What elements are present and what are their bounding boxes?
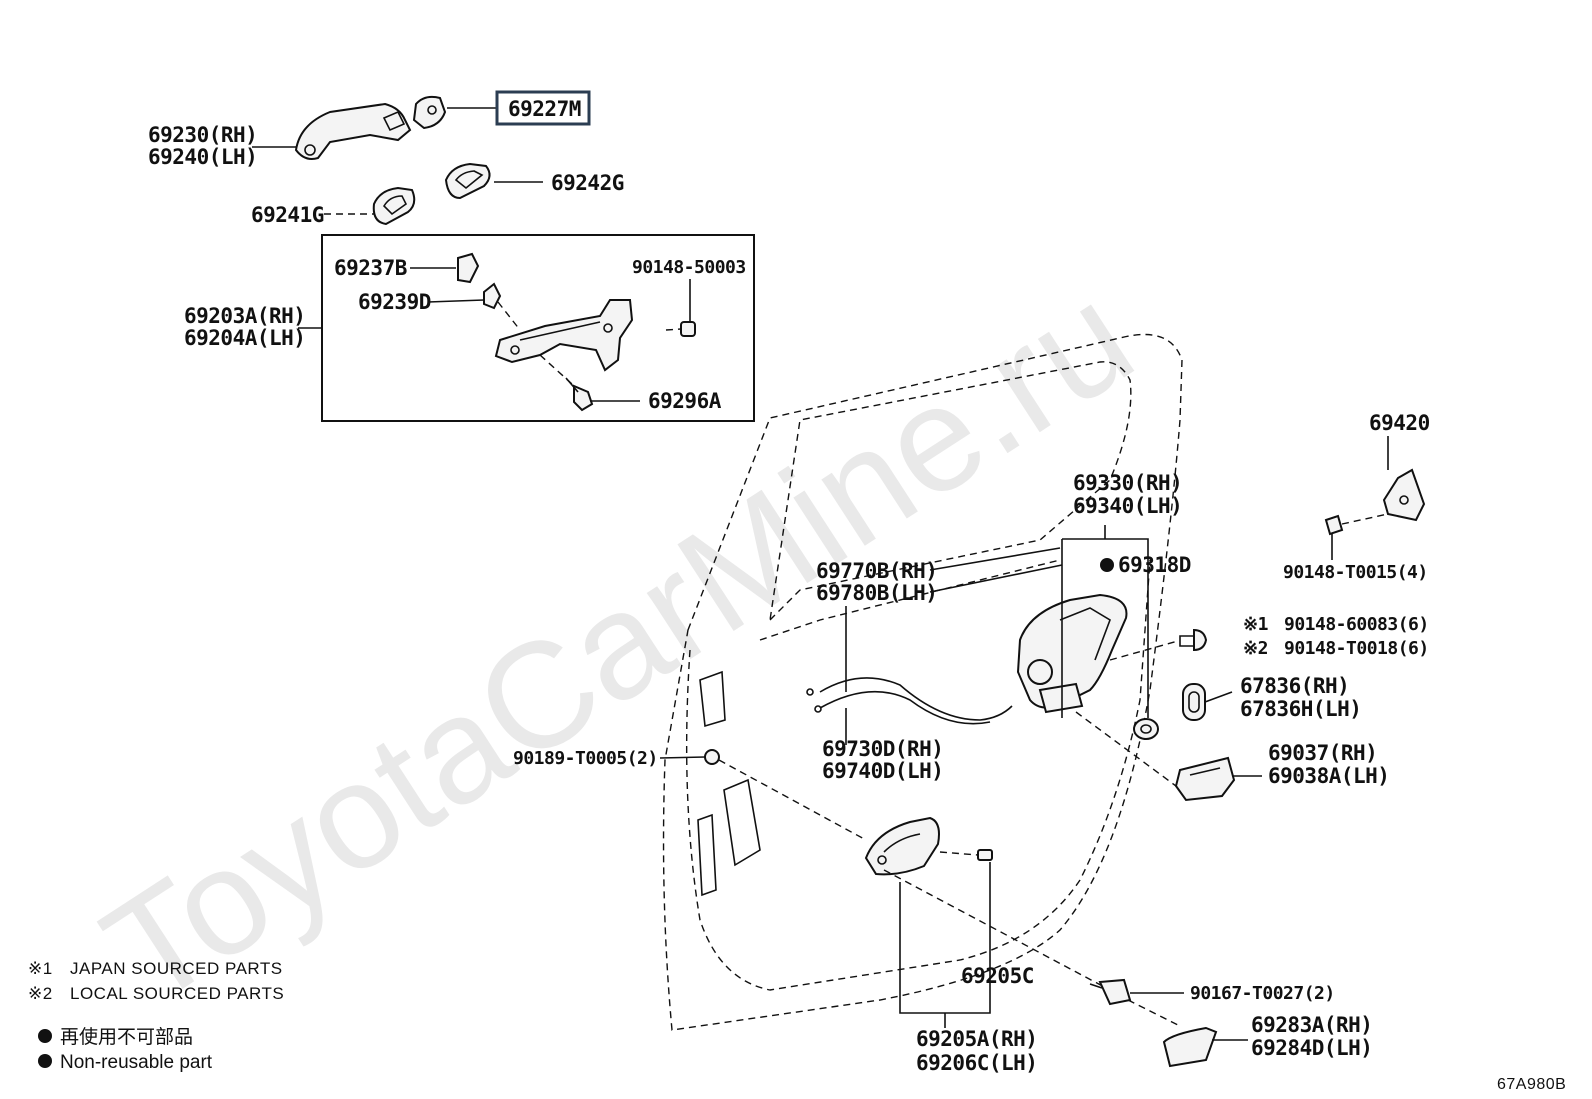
- label-69205C: 69205C: [961, 964, 1034, 988]
- screw-90148-T0015: [1324, 514, 1344, 536]
- label-69283A: 69283A(RH): [1251, 1013, 1372, 1037]
- label-69241G: 69241G: [251, 203, 324, 227]
- screw-90148-50003: [665, 321, 696, 337]
- door-lock: [1016, 593, 1128, 714]
- clip-90189: [704, 749, 720, 765]
- label-90167-T0027: 90167-T0027(2): [1190, 983, 1335, 1004]
- lock-cover-69037: [1174, 756, 1236, 802]
- label-69237B: 69237B: [334, 256, 407, 280]
- legend-local-sourced: LOCAL SOURCED PARTS: [70, 984, 284, 1003]
- mark-1-lock-screw: ※1: [1243, 614, 1268, 635]
- label-69420: 69420: [1369, 411, 1430, 435]
- mark-2-lock-screw: ※2: [1243, 638, 1268, 659]
- outside-handle: [294, 102, 412, 160]
- door-panel: [662, 333, 1183, 1031]
- leader-lines: [252, 107, 1389, 1041]
- label-69242G: 69242G: [551, 171, 624, 195]
- pad-69242G: [444, 162, 491, 200]
- label-69038A: 69038A(LH): [1268, 764, 1389, 788]
- label-69296A: 69296A: [648, 389, 722, 413]
- legend-dot-en: [38, 1054, 52, 1068]
- striker-69420: [1382, 468, 1426, 522]
- highlight-box-69227M: [495, 90, 591, 126]
- legend-japan-sourced: JAPAN SOURCED PARTS: [70, 959, 283, 978]
- label-69203A: 69203A(RH): [184, 304, 305, 328]
- label-69318D: 69318D: [1118, 553, 1191, 577]
- legend-mark-2: ※2: [28, 984, 53, 1003]
- label-69037: 69037(RH): [1268, 741, 1377, 765]
- label-69205A: 69205A(RH): [916, 1027, 1037, 1051]
- label-69770B: 69770B(RH): [816, 559, 937, 583]
- label-69730D: 69730D(RH): [822, 737, 943, 761]
- diagram-code: 67A980B: [1497, 1076, 1566, 1093]
- watermark: ToyotaCarMine.ru: [76, 251, 1160, 1037]
- label-90189-T0005: 90189-T0005(2): [513, 748, 658, 769]
- handle-cap: [412, 95, 447, 130]
- screw-69205C: [977, 849, 993, 861]
- label-69206C: 69206C(LH): [916, 1051, 1037, 1075]
- lock-cables: [806, 677, 1013, 725]
- label-67836H: 67836H(LH): [1240, 697, 1361, 721]
- part-69237B: [457, 252, 480, 284]
- legend: ※1 JAPAN SOURCED PARTS ※2 LOCAL SOURCED …: [28, 959, 284, 1073]
- label-69780B: 69780B(LH): [816, 581, 937, 605]
- grommet-69318D: [1133, 718, 1159, 740]
- inside-handle: [864, 816, 940, 876]
- legend-nonreusable-en: Non-reusable part: [60, 1052, 213, 1073]
- label-90148-T0018: 90148-T0018(6): [1284, 638, 1429, 659]
- label-67836: 67836(RH): [1240, 674, 1349, 698]
- nonreusable-dot-69318D: [1100, 558, 1114, 572]
- label-90148-60083: 90148-60083(6): [1284, 614, 1429, 635]
- label-90148-T0015: 90148-T0015(4): [1283, 562, 1428, 583]
- handle-frame: [494, 299, 634, 372]
- screw-90167: [1089, 978, 1132, 1006]
- label-69340: 69340(LH): [1073, 494, 1182, 518]
- label-69204A: 69204A(LH): [184, 326, 305, 350]
- legend-mark-1: ※1: [28, 959, 53, 978]
- pad-67836: [1182, 683, 1206, 721]
- label-69230: 69230(RH): [148, 123, 257, 147]
- label-69239D: 69239D: [358, 290, 431, 314]
- screw-90148-60083: [1179, 628, 1208, 652]
- label-69330: 69330(RH): [1073, 471, 1182, 495]
- legend-dot-jp: [38, 1029, 52, 1043]
- label-69284D: 69284D(LH): [1251, 1036, 1372, 1060]
- label-69227M: 69227M: [508, 97, 581, 121]
- label-90148-50003: 90148-50003: [632, 257, 746, 278]
- label-69240: 69240(LH): [148, 145, 257, 169]
- part-69239D: [483, 282, 502, 310]
- pad-69241G: [372, 186, 416, 226]
- cover-69283A: [1162, 1026, 1218, 1068]
- label-69740D: 69740D(LH): [822, 759, 943, 783]
- legend-nonreusable-jp: 再使用不可部品: [60, 1026, 193, 1048]
